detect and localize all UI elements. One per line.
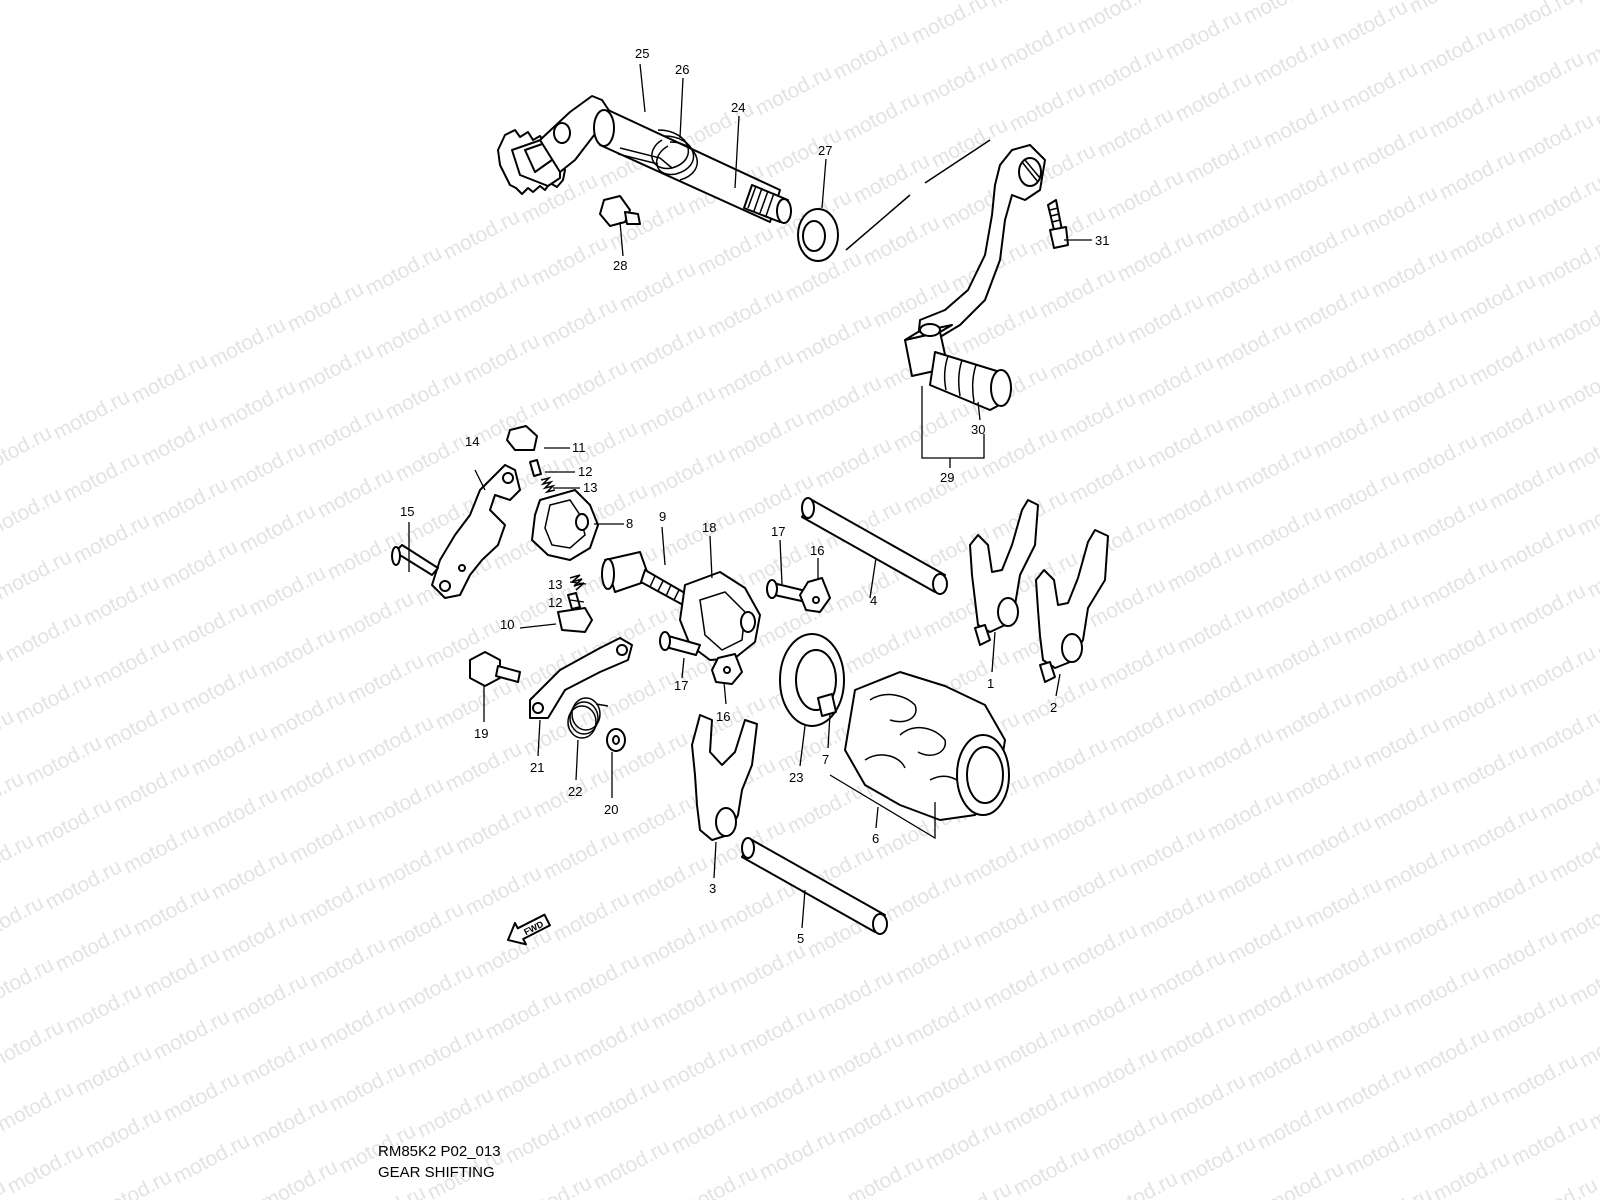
part-6-gear-shift-cam	[844, 671, 1010, 821]
callout-6: 6	[872, 831, 879, 846]
callout-16b: 16	[716, 709, 730, 724]
leader-lines	[408, 63, 1092, 929]
callout-26: 26	[675, 62, 689, 77]
callout-9: 9	[659, 509, 666, 524]
shaft-alignment-line-b	[924, 139, 991, 184]
callout-11: 11	[572, 440, 586, 455]
part-15-plate-screw	[391, 544, 439, 576]
part-10-pawl-b	[557, 607, 593, 633]
callout-14: 14	[465, 434, 479, 449]
part-17-screw-b	[659, 631, 701, 656]
callout-29: 29	[940, 470, 954, 485]
part-9-cam-bolt	[601, 551, 691, 607]
callout-15: 15	[400, 504, 414, 519]
part-14-cam-stopper-plate	[431, 464, 521, 599]
callout-12b: 12	[548, 595, 562, 610]
callout-16a: 16	[810, 543, 824, 558]
callout-12a: 12	[578, 464, 592, 479]
callout-24: 24	[731, 100, 745, 115]
part-19-stopper-bolt	[469, 651, 521, 687]
part-25-shift-shaft-arm	[497, 95, 611, 195]
callout-17a: 17	[771, 524, 785, 539]
fwd-direction-arrow: FWD	[507, 913, 551, 946]
callout-21: 21	[530, 760, 544, 775]
callout-30: 30	[971, 422, 985, 437]
part-11-pawl-a	[506, 425, 538, 451]
callout-3: 3	[709, 881, 716, 896]
callout-4: 4	[870, 593, 877, 608]
part-18-cam-driven-gear	[679, 571, 761, 661]
callout-1: 1	[987, 676, 994, 691]
callout-5: 5	[797, 931, 804, 946]
callout-labels: 25 26 24 27 28 31 30 29 11 14 12 13 8 15…	[400, 46, 1109, 946]
callout-18: 18	[702, 520, 716, 535]
callout-20: 20	[604, 802, 618, 817]
part-29-gear-shift-lever	[904, 144, 1046, 377]
part-16-stopper-a	[799, 577, 831, 613]
callout-2: 2	[1050, 700, 1057, 715]
callout-22: 22	[568, 784, 582, 799]
callout-27: 27	[818, 143, 832, 158]
part-31-lever-bolt	[1047, 199, 1069, 249]
part-22-stopper-spring	[567, 697, 609, 739]
part-21-cam-stopper-arm	[529, 637, 633, 719]
diagram-code: RM85K2 P02_013	[378, 1143, 501, 1160]
callout-31: 31	[1095, 233, 1109, 248]
callout-13b: 13	[548, 577, 562, 592]
shaft-alignment-line-a	[845, 194, 911, 251]
callout-7: 7	[822, 752, 829, 767]
part-1-shift-fork	[969, 499, 1039, 646]
callout-23: 23	[789, 770, 803, 785]
part-7-cam-pin	[817, 693, 837, 717]
part-4-fork-shaft	[801, 497, 948, 595]
part-30-footrest-rubber	[929, 351, 1012, 411]
part-13-spring-a	[540, 476, 556, 494]
callout-19: 19	[474, 726, 488, 741]
part-2-shift-fork	[1035, 529, 1109, 683]
part-20-washer	[606, 728, 626, 752]
part-28-stopper-bolt	[599, 195, 641, 227]
part-3-shift-fork	[691, 714, 758, 841]
callout-13a: 13	[583, 480, 597, 495]
callout-28: 28	[613, 258, 627, 273]
part-16-stopper-b	[711, 653, 743, 685]
callout-10: 10	[500, 617, 514, 632]
part-26-return-spring	[617, 129, 698, 181]
part-5-fork-shaft	[741, 837, 888, 935]
part-27-oil-seal	[797, 208, 839, 262]
part-12-pin-a	[529, 459, 542, 477]
callout-17b: 17	[674, 678, 688, 693]
callout-25: 25	[635, 46, 649, 61]
part-8-pawl-holder	[531, 489, 599, 561]
diagram-title: GEAR SHIFTING	[378, 1164, 495, 1181]
callout-8: 8	[626, 516, 633, 531]
part-13-spring-b	[569, 574, 585, 591]
